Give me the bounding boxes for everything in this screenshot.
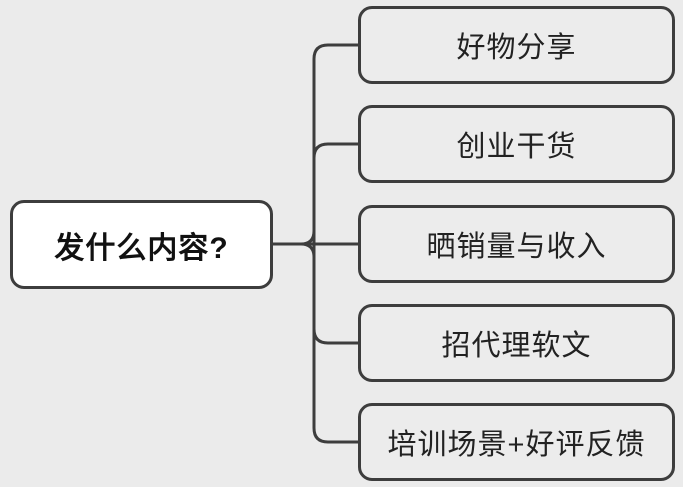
edge-branch-5 [312,244,358,444]
child-node-startup-tips[interactable]: 创业干货 [358,105,675,183]
edge-branch-1 [312,43,358,244]
child-node-good-things-sharing[interactable]: 好物分享 [358,6,675,84]
child-node-label: 晒销量与收入 [426,231,607,263]
edge-branch-2 [312,142,358,159]
child-node-training-scenes-feedback[interactable]: 培训场景+好评反馈 [358,403,675,481]
root-node-label: 发什么内容? [54,231,229,265]
root-node[interactable]: 发什么内容? [10,200,273,289]
child-node-recruit-agents-post[interactable]: 招代理软文 [358,304,675,382]
edge-junction-fillet-up [300,230,316,246]
child-node-label: 创业干货 [456,131,577,163]
child-node-show-sales-income[interactable]: 晒销量与收入 [358,205,675,283]
edge-branch-4 [312,328,358,345]
child-node-label: 好物分享 [456,32,577,64]
child-node-label: 培训场景+好评反馈 [387,429,646,461]
edge-junction-fillet-down [300,242,316,258]
child-node-label: 招代理软文 [441,330,592,362]
